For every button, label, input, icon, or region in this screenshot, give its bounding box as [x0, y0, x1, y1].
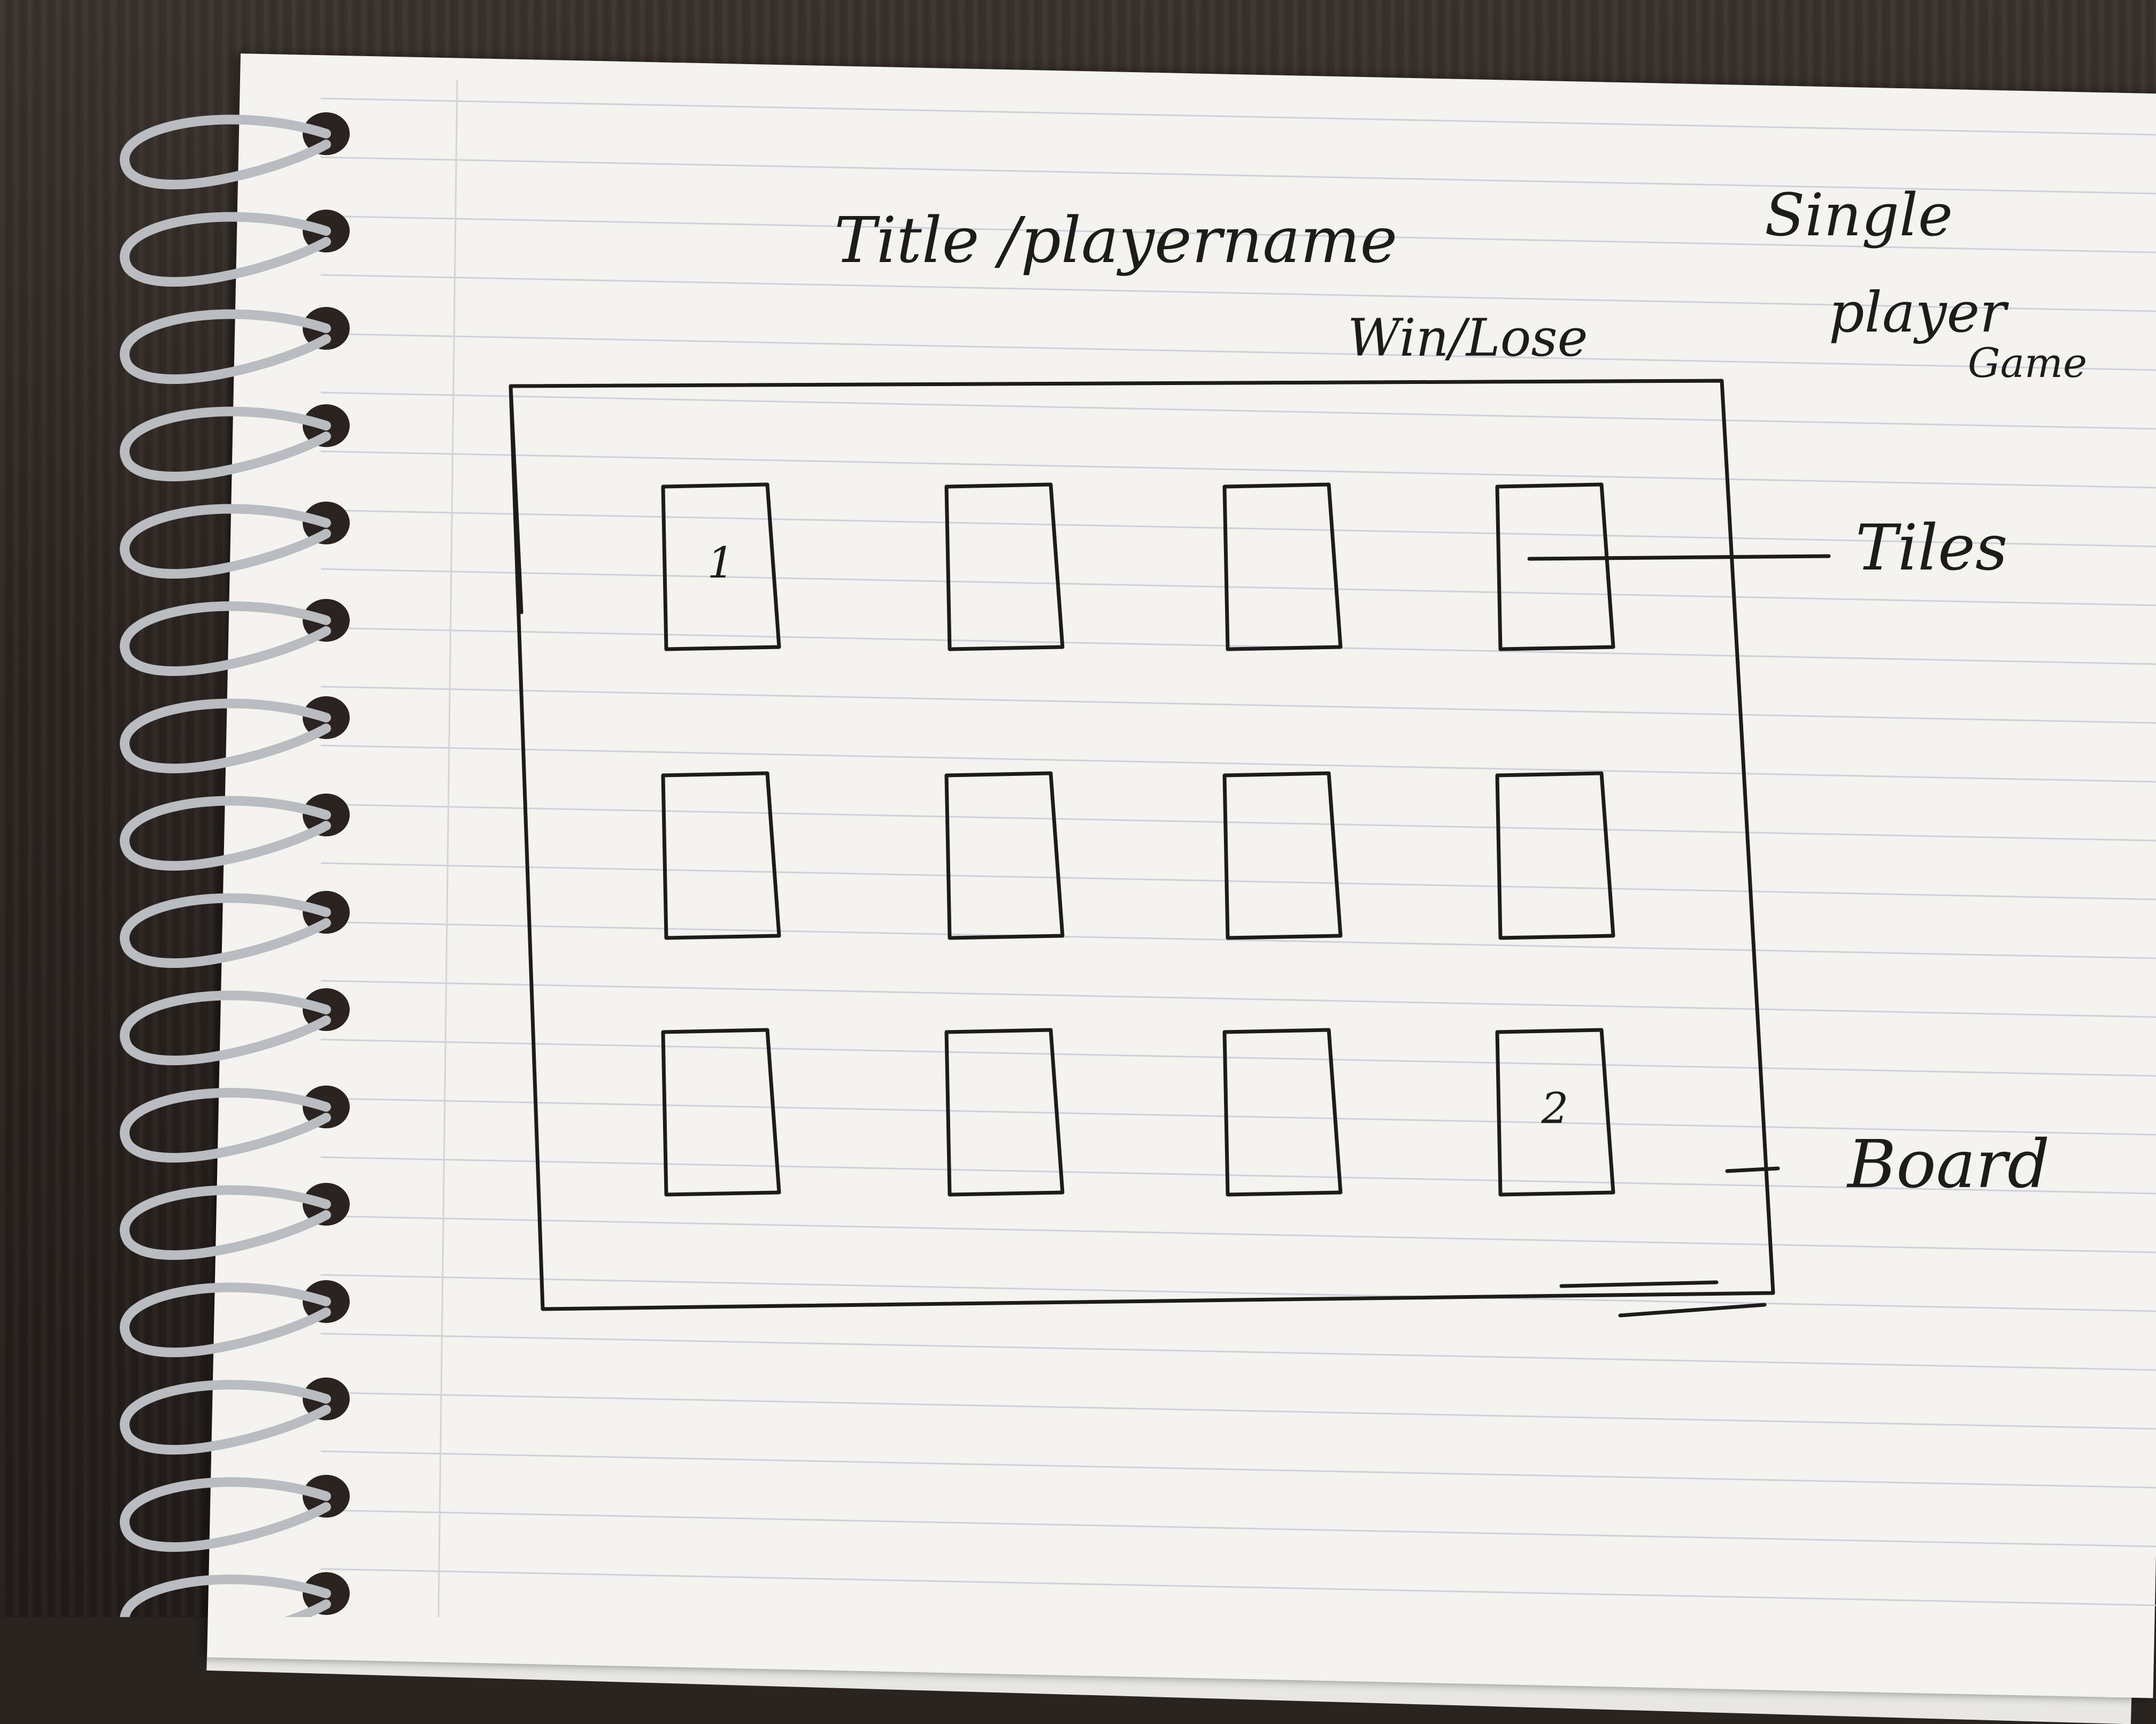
tile-label: 1 [707, 538, 735, 588]
tile[interactable] [944, 482, 1065, 651]
tile[interactable] [1495, 482, 1615, 651]
tile[interactable] [1222, 771, 1343, 940]
tile-outline [944, 482, 1065, 651]
tile[interactable] [661, 1028, 781, 1197]
tile[interactable] [944, 771, 1065, 940]
wireframe-sketch: Title /playername Win/Lose Single player… [509, 181, 2087, 1318]
tile-label: 2 [1541, 1083, 1569, 1133]
tiles-annotation: Tiles [1855, 511, 2008, 584]
spiral-binding [120, 114, 331, 1617]
board-frame-extra-stroke [1559, 1280, 1767, 1318]
tile-outline [944, 1028, 1065, 1197]
tile-outline [1222, 1028, 1343, 1197]
tile-outline [661, 1028, 781, 1197]
tile[interactable] [944, 1028, 1065, 1197]
tile-outline [1222, 771, 1343, 940]
tile[interactable] [1222, 482, 1343, 651]
tile-outline [661, 482, 781, 651]
tile-outline [1495, 771, 1615, 940]
board-leader-line [1725, 1166, 1780, 1173]
tile[interactable]: 2 [1495, 1028, 1615, 1197]
tile-outline [944, 771, 1065, 940]
title-playername-label: Title /playername [834, 203, 1397, 277]
ruled-lines [320, 80, 2156, 1617]
tile[interactable] [661, 771, 781, 940]
board-annotation: Board [1846, 1126, 2050, 1203]
tile[interactable] [1495, 771, 1615, 940]
tile-outline [1222, 482, 1343, 651]
player-label: player [1829, 280, 2009, 345]
tile[interactable] [1222, 1028, 1343, 1197]
win-lose-label: Win/Lose [1348, 308, 1588, 368]
tile-outline [1495, 482, 1615, 651]
tile-outline [1495, 1028, 1615, 1197]
single-label: Single [1765, 181, 1953, 249]
tiles-leader-line [1527, 554, 1831, 561]
board-frame [509, 379, 1775, 1311]
game-label: Game [1968, 339, 2087, 387]
tile[interactable]: 1 [661, 482, 781, 651]
tile-outline [661, 771, 781, 940]
tile-grid: 12 [661, 482, 1615, 1197]
